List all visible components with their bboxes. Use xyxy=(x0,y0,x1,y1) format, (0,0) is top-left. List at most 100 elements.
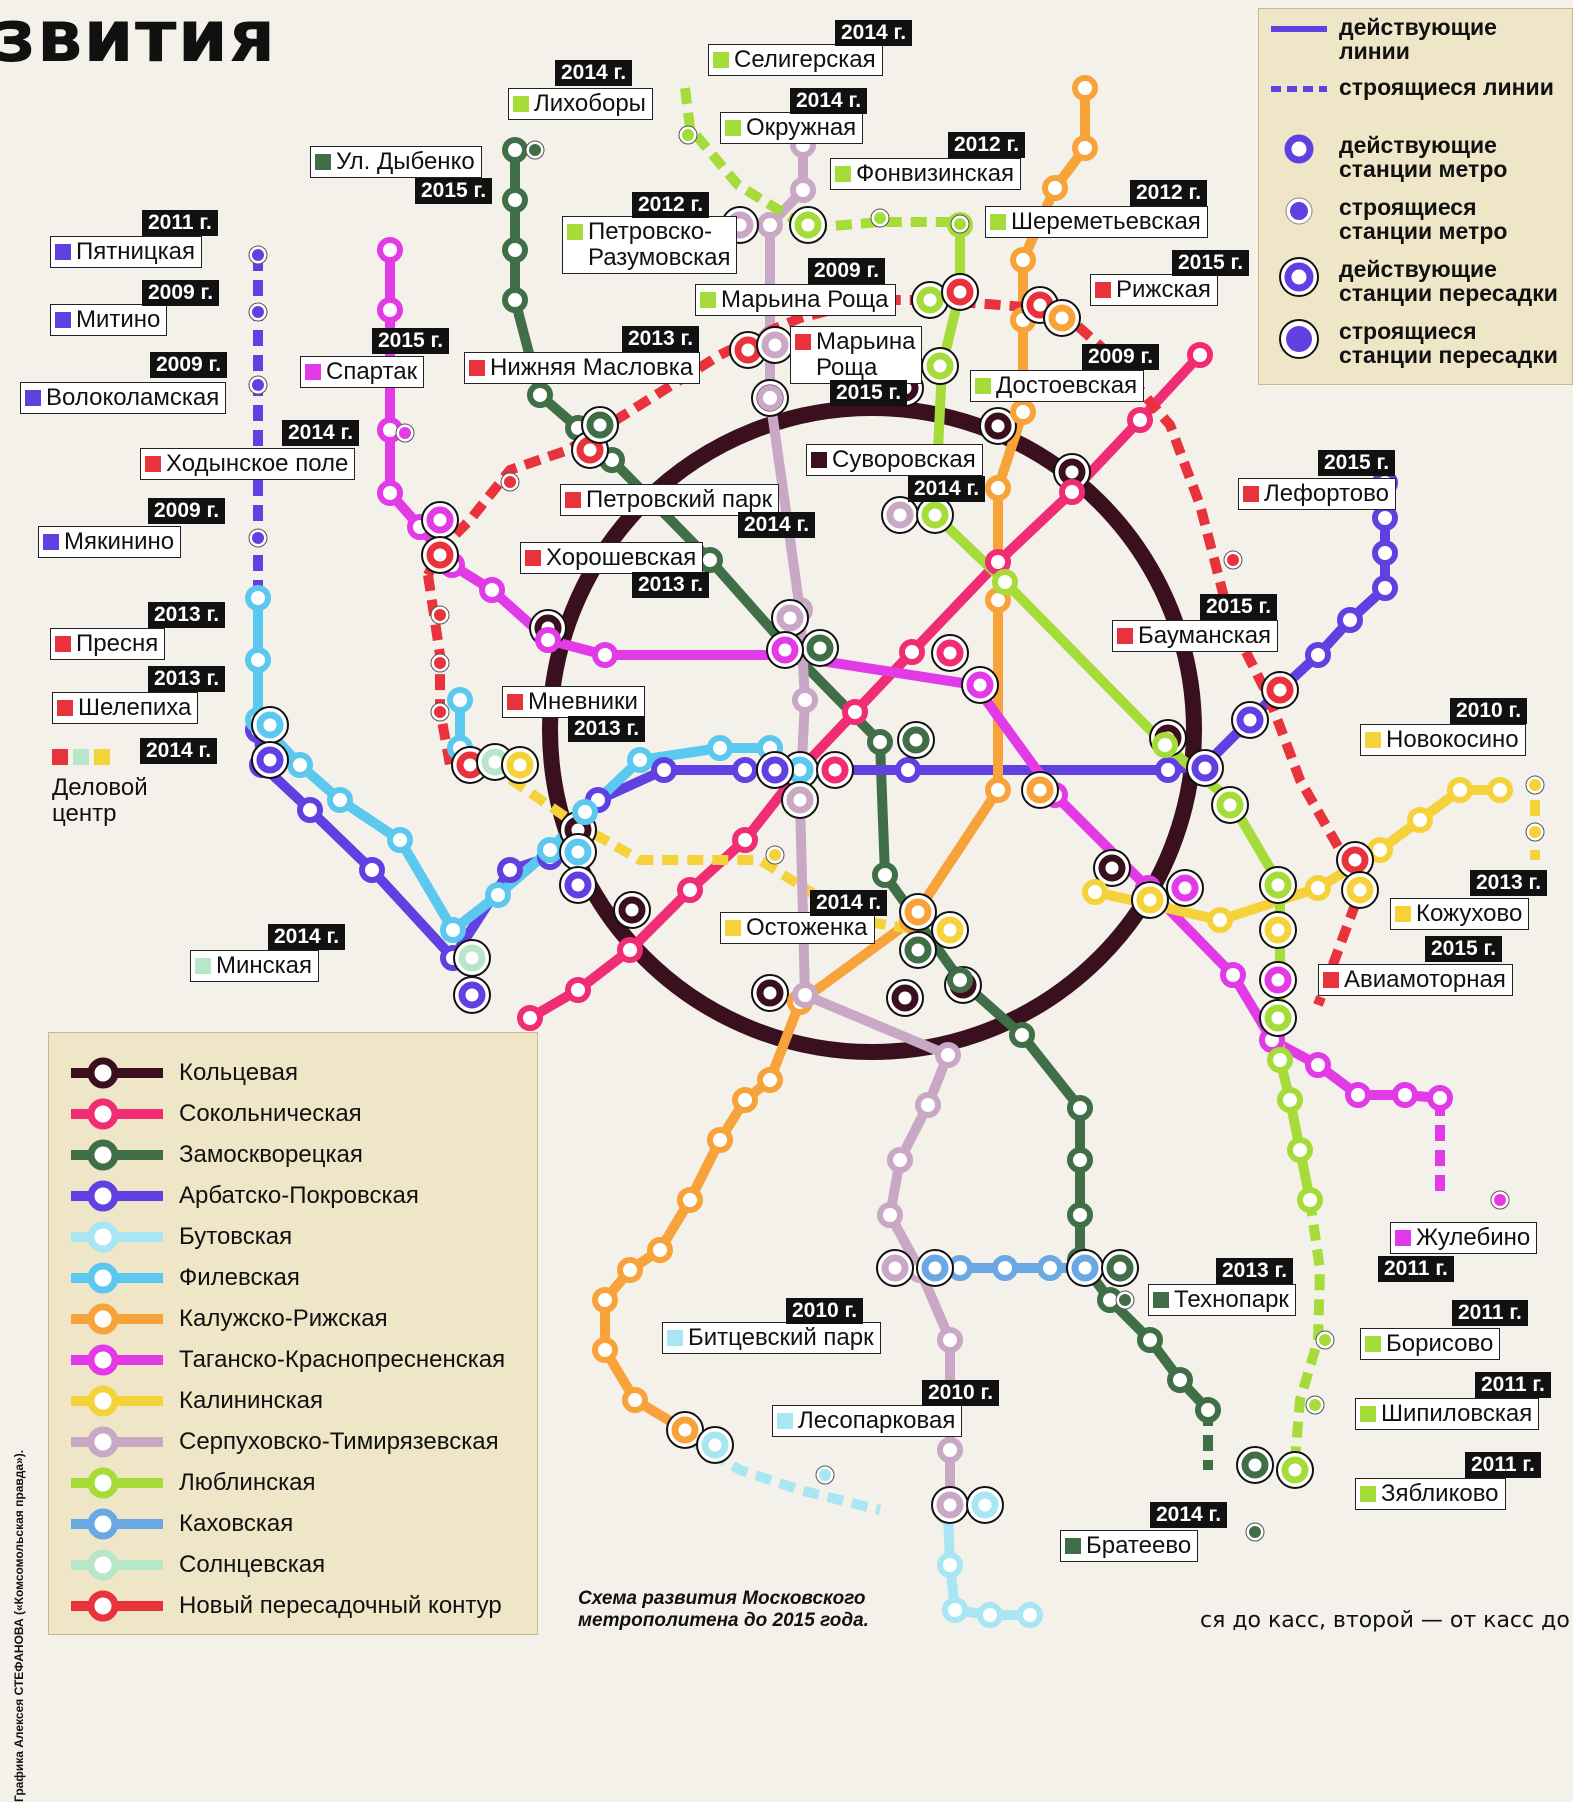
station xyxy=(985,475,1011,501)
station xyxy=(377,297,403,323)
station xyxy=(617,1257,643,1283)
station-name: Пресня xyxy=(76,630,159,657)
station-name: Лесопарковая xyxy=(798,1407,956,1434)
station xyxy=(677,877,703,903)
line-color-swatch xyxy=(145,456,161,472)
station xyxy=(1407,807,1433,833)
map-caption: Схема развития Московского метрополитена… xyxy=(578,1588,869,1631)
transfer-station-inner xyxy=(426,506,454,534)
station-name: Нижняя Масловка xyxy=(490,354,694,381)
transfer-station-inner xyxy=(1346,876,1374,904)
station-label-mitino: Митино xyxy=(50,304,168,336)
station xyxy=(592,1337,618,1363)
opening-year-badge: 2014 г. xyxy=(1150,1502,1228,1528)
opening-year-badge: 2009 г. xyxy=(1082,344,1160,370)
line-color-swatch xyxy=(52,749,68,765)
station-label-lesoparkovaya: Лесопарковая xyxy=(772,1405,963,1437)
station-label-shipilovskaya: Шипиловская xyxy=(1355,1398,1540,1430)
station-name: Достоевская xyxy=(996,372,1138,399)
opening-year-badge: 2014 г. xyxy=(908,476,986,502)
line-swatch-icon xyxy=(71,1344,163,1376)
line-color-swatch xyxy=(725,120,741,136)
station-name: Спартак xyxy=(326,358,418,385)
transfer-station-inner xyxy=(971,1491,999,1519)
station-label-suvorovskaya: Суворовская xyxy=(806,444,983,476)
station xyxy=(517,1005,543,1031)
station-building-dot xyxy=(252,379,264,391)
station-label-dostoevskaya: Достоевская xyxy=(970,370,1145,402)
station-label-lihobory: Лихоборы xyxy=(508,88,653,120)
station-name: Жулебино xyxy=(1416,1224,1531,1251)
line-color-swatch xyxy=(700,292,716,308)
transfer-station-inner xyxy=(256,746,284,774)
station xyxy=(572,799,598,825)
line-color-swatch xyxy=(315,154,331,170)
transfer-station-inner xyxy=(1136,886,1164,914)
station-building-dot xyxy=(252,249,264,261)
key-building-transfers: строящиеся станции пересадки xyxy=(1269,319,1559,367)
solid-line-icon xyxy=(1271,26,1327,32)
station xyxy=(732,757,758,783)
station xyxy=(1042,175,1068,201)
station-name: Битцевский парк xyxy=(688,1324,874,1351)
legend-row: Филевская xyxy=(67,1258,300,1298)
transfer-station-inner xyxy=(936,916,964,944)
station-building-dot xyxy=(954,218,966,230)
line-color-swatch xyxy=(525,550,541,566)
line-color-swatch xyxy=(195,958,211,974)
station-building-dot xyxy=(1119,1294,1131,1306)
station-building-dot xyxy=(252,306,264,318)
station-name: Ходынское поле xyxy=(166,450,349,477)
station-building-dot xyxy=(1529,779,1541,791)
station-label-volokolamskaya: Волоколамская xyxy=(20,382,227,414)
station-label-zhulebino: Жулебино xyxy=(1390,1222,1538,1254)
station xyxy=(377,480,403,506)
station-label-ostozhenka: Остоженка xyxy=(720,912,875,944)
station-name: Шереметьевская xyxy=(1011,208,1201,235)
opening-year-badge: 2010 г. xyxy=(1450,698,1528,724)
transfer-station-inner xyxy=(458,981,486,1009)
line-color-swatch xyxy=(513,96,529,112)
transfer-station-inner xyxy=(1281,1456,1309,1484)
station-label-borisovo: Борисово xyxy=(1360,1328,1501,1360)
opening-year-badge: 2015 г. xyxy=(1318,450,1396,476)
station-building-dot xyxy=(1529,826,1541,838)
opening-year-badge: 2015 г. xyxy=(1200,594,1278,620)
opening-year-badge: 2012 г. xyxy=(948,132,1026,158)
station xyxy=(1017,1602,1043,1628)
station xyxy=(992,569,1018,595)
transfer-station-inner xyxy=(701,1431,729,1459)
legend-line-name: Солнцевская xyxy=(179,1551,326,1578)
station xyxy=(732,827,758,853)
station xyxy=(617,937,643,963)
station xyxy=(1152,732,1178,758)
station xyxy=(497,857,523,883)
line-color-swatch xyxy=(1095,282,1111,298)
station xyxy=(707,735,733,761)
station-label-rizhskaya: Рижская xyxy=(1090,274,1218,306)
transfer-station-inner xyxy=(618,896,646,924)
station-name: Лихоборы xyxy=(534,90,646,117)
station xyxy=(1345,1082,1371,1108)
station-name: Мневники xyxy=(528,688,638,715)
station xyxy=(915,1092,941,1118)
station xyxy=(1305,642,1331,668)
station-label-horoshevskaya: Хорошевская xyxy=(520,542,704,574)
station-name: Рижская xyxy=(1116,276,1211,303)
opening-year-badge: 2015 г. xyxy=(830,380,908,406)
legend-line-name: Люблинская xyxy=(179,1469,316,1496)
line-color-swatch xyxy=(94,749,110,765)
station-label-aviamotornaya: Авиамоторная xyxy=(1318,964,1513,996)
station xyxy=(502,237,528,263)
station xyxy=(872,862,898,888)
line-color-swatch xyxy=(57,700,73,716)
legend-row: Солнцевская xyxy=(67,1545,325,1585)
station-label-fonvizinskaya: Фонвизинская xyxy=(830,158,1022,190)
building-station-icon xyxy=(1285,197,1313,225)
station-label-delovoy: Деловой центр xyxy=(48,742,154,829)
station xyxy=(651,757,677,783)
opening-year-badge: 2012 г. xyxy=(1130,180,1208,206)
station-label-bitcevsky: Битцевский парк xyxy=(662,1322,881,1354)
transfer-station-inner xyxy=(1264,871,1292,899)
line-swatch-icon xyxy=(71,1549,163,1581)
